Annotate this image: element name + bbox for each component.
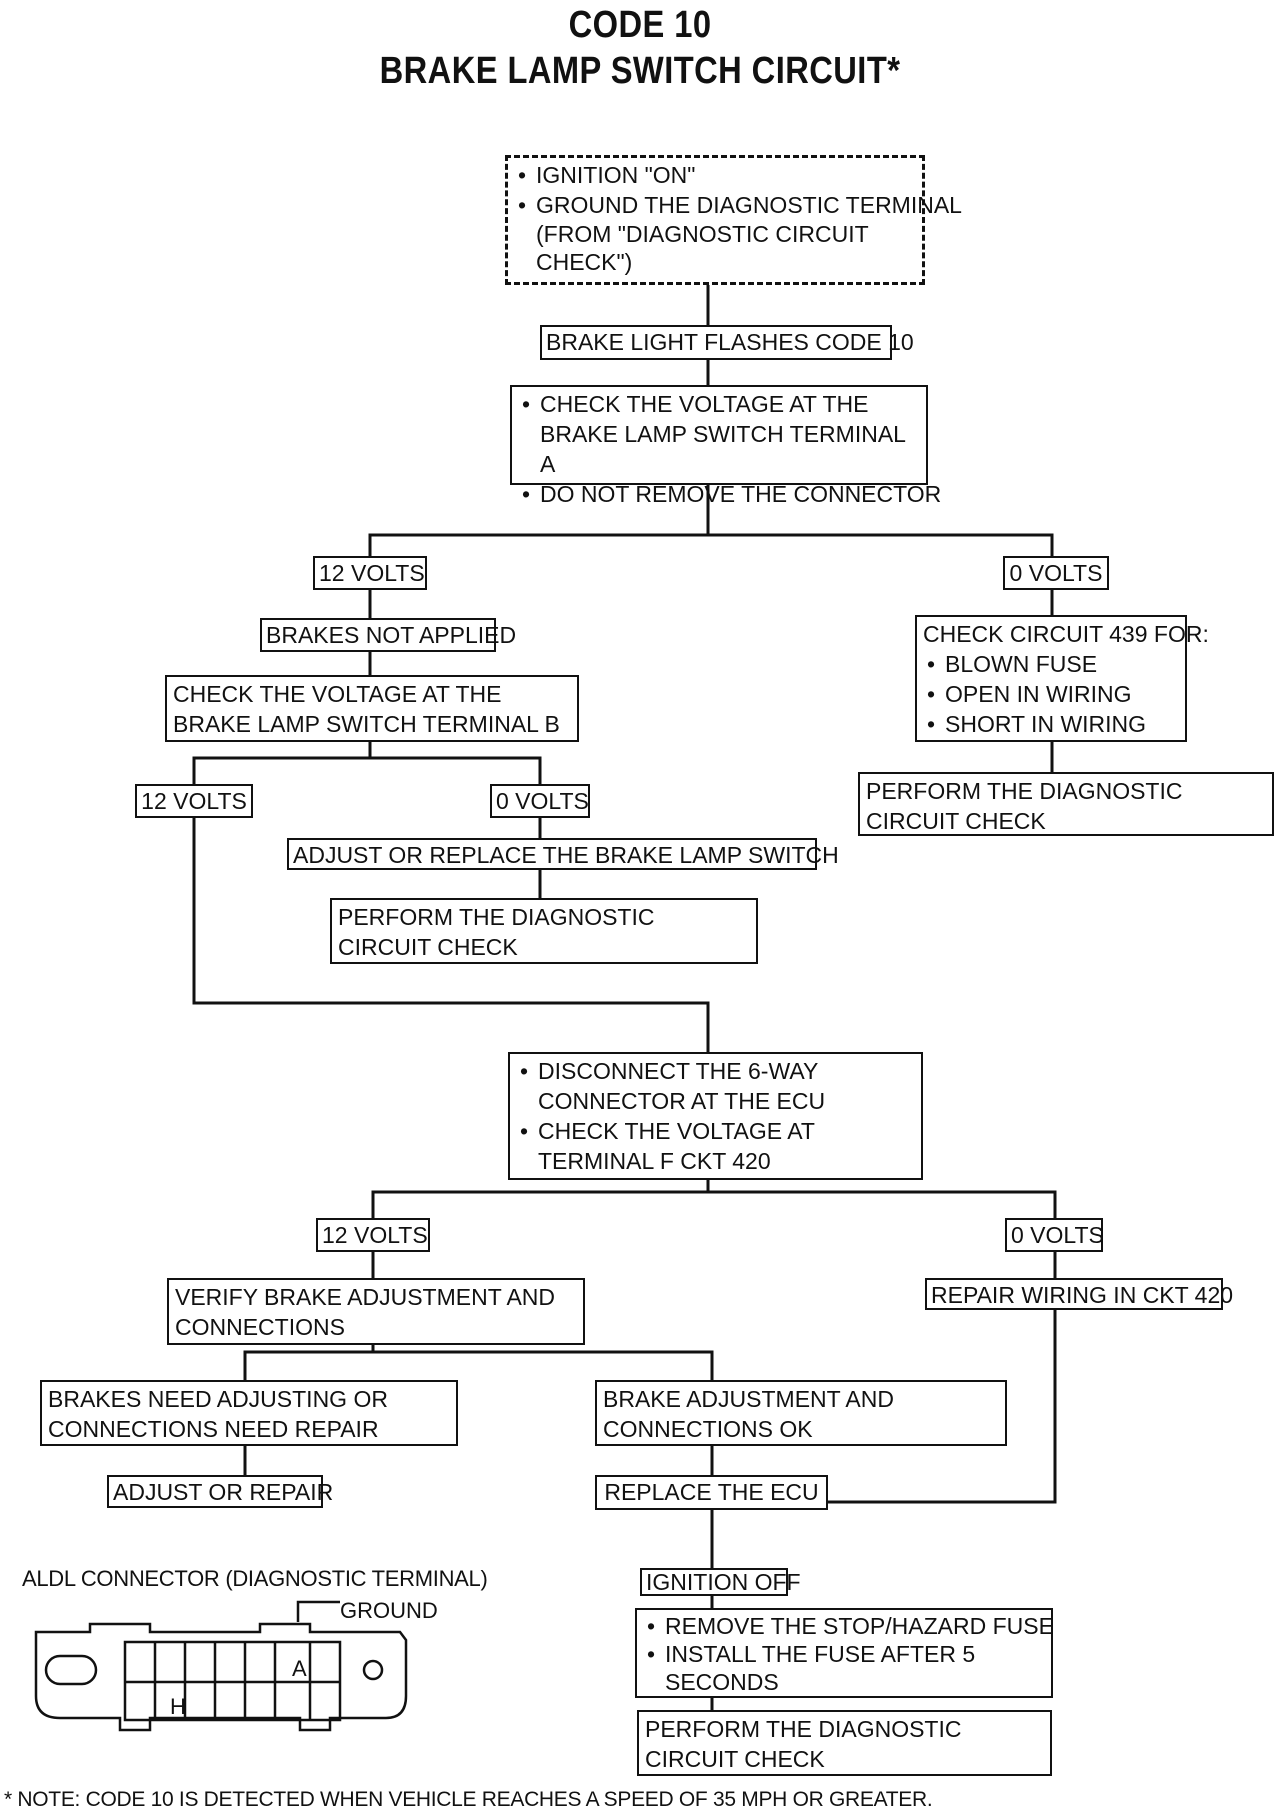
check-circuit-439-box: CHECK CIRCUIT 439 FOR: BLOWN FUSE OPEN I… — [915, 615, 1209, 742]
repair-wiring-box: REPAIR WIRING IN CKT 420 — [925, 1278, 1233, 1310]
aldl-connector-title: ALDL CONNECTOR (DIAGNOSTIC TERMINAL) — [22, 1566, 488, 1591]
aldl-ground-label: GROUND — [340, 1598, 438, 1623]
check-a-item: DO NOT REMOVE THE CONNECTOR — [518, 479, 941, 509]
aldl-pin-h: H — [170, 1694, 186, 1719]
label-0-volts-2: 0 VOLTS — [490, 784, 590, 818]
start-item: GROUND THE DIAGNOSTIC TERMINAL — [514, 190, 962, 220]
ground-leader-line — [296, 1600, 340, 1622]
connector-split-3 — [371, 1190, 1057, 1222]
adjust-replace-switch-box: ADJUST OR REPLACE THE BRAKE LAMP SWITCH — [287, 838, 839, 870]
perform-check-final-box: PERFORM THE DIAGNOSTIC CIRCUIT CHECK — [637, 1710, 1052, 1776]
check-a-item: CHECK THE VOLTAGE AT THE BRAKE LAMP SWIT… — [518, 389, 920, 479]
connector-split-4 — [243, 1350, 714, 1380]
brakes-need-adjusting-box: BRAKES NEED ADJUSTING OR CONNECTIONS NEE… — [40, 1380, 458, 1446]
replace-ecu-box: REPLACE THE ECU — [595, 1475, 828, 1510]
connector-split-2 — [192, 756, 542, 792]
perform-check-right-box: PERFORM THE DIAGNOSTIC CIRCUIT CHECK — [858, 772, 1274, 836]
check-terminal-b-box: CHECK THE VOLTAGE AT THE BRAKE LAMP SWIT… — [165, 675, 579, 742]
label-0-volts-3: 0 VOLTS — [1005, 1218, 1104, 1252]
connector-split-1 — [368, 533, 1054, 570]
fuse-item: INSTALL THE FUSE AFTER 5 SECONDS — [643, 1640, 1045, 1696]
aldl-pin-a: A — [292, 1656, 307, 1681]
flashes-code-box: BRAKE LIGHT FLASHES CODE 10 — [540, 325, 914, 360]
verify-brake-adjustment-box: VERIFY BRAKE ADJUSTMENT AND CONNECTIONS — [167, 1278, 585, 1345]
label-12-volts-1: 12 VOLTS — [313, 556, 427, 590]
aldl-connector-diagram: A H — [34, 1600, 408, 1732]
aldl-housing — [34, 1622, 408, 1732]
label-0-volts-1: 0 VOLTS — [1003, 556, 1109, 590]
adjust-or-repair-box: ADJUST OR REPAIR — [107, 1475, 333, 1508]
disconnect-item: CHECK THE VOLTAGE AT TERMINAL F CKT 420 — [516, 1116, 915, 1176]
connector-12v-disconnect — [192, 818, 710, 1052]
disconnect-item: DISCONNECT THE 6-WAY CONNECTOR AT THE EC… — [516, 1056, 915, 1116]
ckt439-item: BLOWN FUSE — [923, 649, 1179, 679]
fuse-item: REMOVE THE STOP/HAZARD FUSE — [643, 1612, 1054, 1640]
label-12-volts-2: 12 VOLTS — [135, 784, 253, 818]
page-title-circuit: BRAKE LAMP SWITCH CIRCUIT* — [379, 50, 901, 92]
perform-check-mid-box: PERFORM THE DIAGNOSTIC CIRCUIT CHECK — [330, 898, 758, 964]
label-12-volts-3: 12 VOLTS — [316, 1218, 430, 1252]
start-conditions-box: IGNITION "ON" GROUND THE DIAGNOSTIC TERM… — [505, 155, 962, 285]
disconnect-connector-box: DISCONNECT THE 6-WAY CONNECTOR AT THE EC… — [508, 1052, 923, 1180]
remove-fuse-box: REMOVE THE STOP/HAZARD FUSE INSTALL THE … — [635, 1608, 1054, 1698]
aldl-right-mount-hole — [362, 1659, 384, 1681]
ckt439-heading: CHECK CIRCUIT 439 FOR: — [923, 621, 1209, 647]
brake-adjustment-ok-box: BRAKE ADJUSTMENT AND CONNECTIONS OK — [595, 1380, 1007, 1446]
ckt439-item: SHORT IN WIRING — [923, 709, 1179, 739]
start-item: IGNITION "ON" — [514, 160, 916, 190]
ignition-off-box: IGNITION OFF — [640, 1568, 801, 1596]
ckt439-item: OPEN IN WIRING — [923, 679, 1179, 709]
aldl-left-mount-hole — [44, 1654, 98, 1686]
footnote: * NOTE: CODE 10 IS DETECTED WHEN VEHICLE… — [4, 1788, 933, 1811]
check-terminal-a-box: CHECK THE VOLTAGE AT THE BRAKE LAMP SWIT… — [510, 385, 941, 509]
page-title-code: CODE 10 — [568, 4, 712, 46]
brakes-not-applied-box: BRAKES NOT APPLIED — [260, 618, 516, 652]
start-item-note: (FROM "DIAGNOSTIC CIRCUIT CHECK") — [536, 221, 869, 275]
